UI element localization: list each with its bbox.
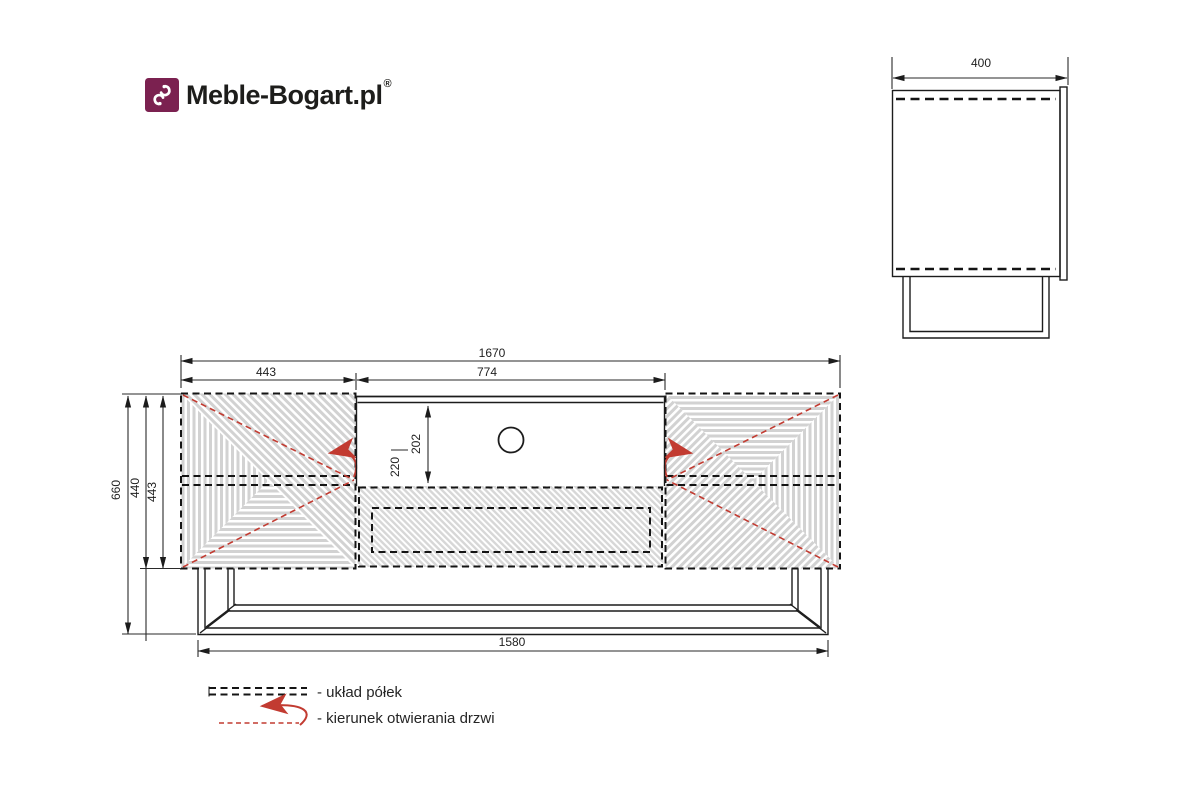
registered-mark: ® xyxy=(383,78,392,90)
dim-total-width: 1670 xyxy=(479,346,506,360)
top-dimensions: 1670 443 774 xyxy=(180,346,841,390)
left-door-open-arrow xyxy=(327,437,358,478)
brand-logo-icon xyxy=(145,78,179,112)
dim-total-height: 660 xyxy=(109,480,123,500)
drawer-front xyxy=(357,486,664,567)
brand-logo-text: Meble-Bogart.pl xyxy=(186,80,383,110)
front-view: 1670 443 774 202 220 660 xyxy=(109,346,841,657)
drawer-box-outline xyxy=(371,507,651,553)
dim-niche-height: 202 xyxy=(409,434,423,454)
left-door xyxy=(180,392,358,570)
legend-shelf-symbol xyxy=(208,686,307,697)
side-width-dim-label: 400 xyxy=(971,56,991,70)
left-dimensions: 660 440 443 xyxy=(109,393,196,641)
base-frame xyxy=(197,568,829,636)
right-door xyxy=(663,392,841,570)
legend-door-label: - kierunek otwierania drzwi xyxy=(317,710,495,727)
legend-shelf-label: - układ półek xyxy=(317,684,403,701)
dim-niche-width: 774 xyxy=(477,365,497,379)
dim-drawer-height: 220 xyxy=(388,457,402,477)
dim-door-height: 443 xyxy=(145,482,159,502)
middle-section xyxy=(355,395,666,568)
dim-base-width: 1580 xyxy=(499,635,526,649)
legend: - układ półek - kierunek otwierania drzw… xyxy=(208,684,495,727)
dim-body-height: 440 xyxy=(128,478,142,498)
right-door-open-arrow xyxy=(663,437,694,478)
cable-hole xyxy=(497,426,525,454)
inner-dimensions: 202 220 xyxy=(388,405,432,484)
dim-left-door-width: 443 xyxy=(256,365,276,379)
bottom-dimension: 1580 xyxy=(197,635,829,657)
brand-logo: Meble-Bogart.pl ® xyxy=(145,78,392,112)
side-view: 400 xyxy=(891,56,1069,339)
legend-door-symbol xyxy=(219,693,308,726)
